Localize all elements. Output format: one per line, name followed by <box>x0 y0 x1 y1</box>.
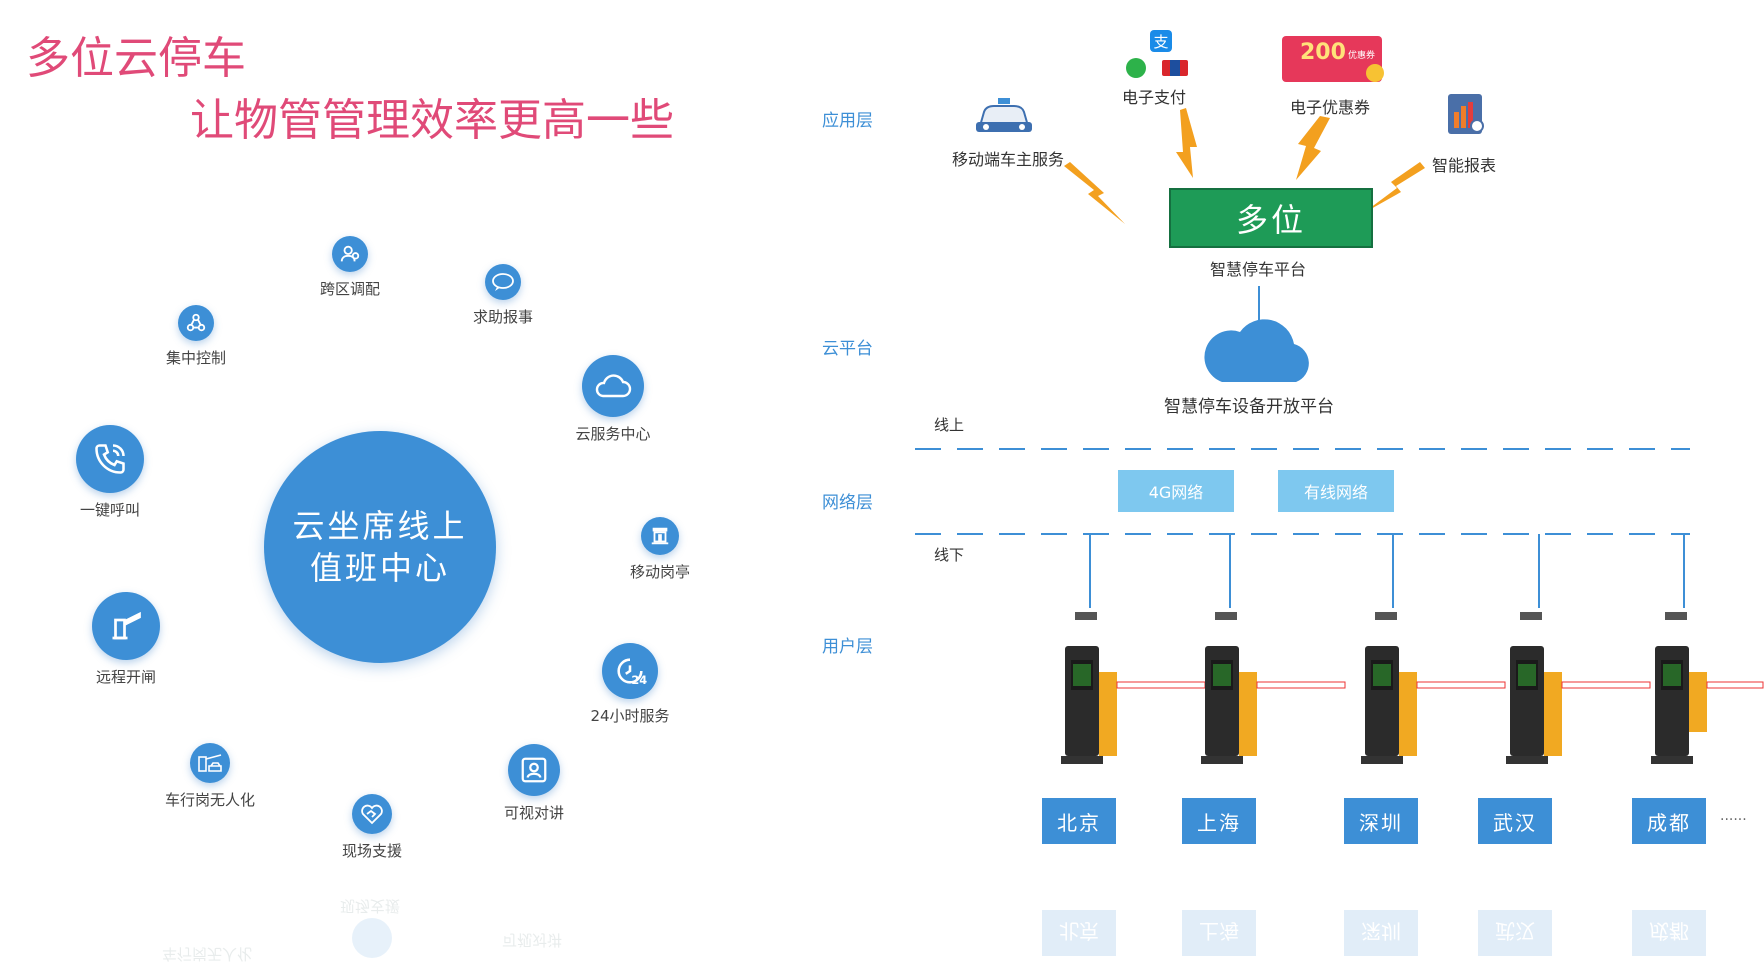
city-beijing: 北京 <box>1042 798 1116 844</box>
page-title: 多位云停车 <box>26 33 246 84</box>
phone-icon <box>76 425 144 493</box>
service-cross-region: 跨区调配 <box>265 236 435 299</box>
service-one-key-call: 一键呼叫 <box>25 425 195 520</box>
layer-label-user: 用户层 <box>822 637 873 657</box>
svg-text:24: 24 <box>631 673 647 687</box>
service-remote-gate: 远程开闸 <box>41 592 211 687</box>
coupon-icon: 200 优惠券 <box>1282 36 1384 82</box>
service-label: 可视对讲 <box>503 804 564 822</box>
intercom-icon <box>508 744 560 796</box>
report-icon <box>1446 92 1486 136</box>
city-reflection: 上海 <box>1182 910 1256 956</box>
payment-icons: 支 <box>1124 28 1194 82</box>
center-line2: 值班中心 <box>309 549 450 587</box>
service-label: 移动岗亭 <box>629 563 690 581</box>
booth-icon <box>641 517 679 555</box>
service-label: 现场支援 <box>341 842 402 860</box>
service-label: 车行岗无人化 <box>164 791 255 809</box>
layer-label-cloud: 云平台 <box>822 339 873 359</box>
coin-icon <box>1366 64 1384 82</box>
coupon-amount: 200 <box>1300 40 1346 65</box>
car-booth-icon <box>190 743 230 783</box>
center-circle: 云坐席线上 值班中心 <box>264 431 496 663</box>
coupon-sub: 优惠券 <box>1348 51 1376 61</box>
clock-24-icon: 24 <box>602 643 658 699</box>
chat-help-icon <box>485 264 521 300</box>
service-label: 跨区调配 <box>319 280 380 298</box>
service-cloud-center: 云服务中心 <box>528 355 698 444</box>
city-reflection: 深圳 <box>1344 910 1418 956</box>
reflection-icon <box>352 918 392 958</box>
city-chengdu: 成都 <box>1632 798 1706 844</box>
online-label: 线上 <box>934 416 965 434</box>
layer-label-network: 网络层 <box>822 493 873 513</box>
svg-text:支: 支 <box>1153 33 1168 51</box>
layer-label-app: 应用层 <box>822 111 873 131</box>
app-mobile-label: 移动端车主服务 <box>952 150 1065 169</box>
network-icon <box>178 305 214 341</box>
handshake-icon <box>352 794 392 834</box>
platform-box: 多位 <box>1169 188 1373 248</box>
service-mobile-booth: 移动岗亭 <box>575 517 745 582</box>
city-wuhan: 武汉 <box>1478 798 1552 844</box>
city-reflection: 成都 <box>1632 910 1706 956</box>
service-label: 24小时服务 <box>590 707 670 725</box>
car-icon <box>972 96 1036 138</box>
cloud-platform-icon <box>1204 319 1309 382</box>
service-unmanned-booth: 车行岗无人化 <box>125 743 295 810</box>
service-video-intercom: 可视对讲 <box>449 744 619 823</box>
service-help-report: 求助报事 <box>418 264 588 327</box>
city-shanghai: 上海 <box>1182 798 1256 844</box>
platform-caption: 智慧停车平台 <box>1210 260 1307 279</box>
service-24h: 24 24小时服务 <box>545 643 715 726</box>
service-label: 远程开闸 <box>95 668 156 686</box>
more-ellipsis: ...... <box>1720 808 1747 824</box>
service-label: 云服务中心 <box>575 425 651 443</box>
city-reflection: 北京 <box>1042 910 1116 956</box>
cloud-icon <box>582 355 644 417</box>
app-coupon-label: 电子优惠券 <box>1290 98 1371 117</box>
service-onsite-support: 现场支援 <box>287 794 457 861</box>
app-report-label: 智能报表 <box>1432 156 1497 175</box>
network-4g: 4G网络 <box>1118 470 1234 512</box>
cloud-platform-label: 智慧停车设备开放平台 <box>1164 397 1334 417</box>
gate-remote-icon <box>92 592 160 660</box>
users-icon <box>332 236 368 272</box>
parking-gates <box>1061 612 1764 764</box>
offline-label: 线下 <box>934 546 965 564</box>
lightning-bolts <box>1064 108 1425 224</box>
service-label: 集中控制 <box>165 349 226 367</box>
service-label: 一键呼叫 <box>79 501 140 519</box>
center-line1: 云坐席线上 <box>292 507 468 545</box>
network-wired: 有线网络 <box>1278 470 1394 512</box>
service-central-control: 集中控制 <box>111 305 281 368</box>
page-subtitle: 让物管管理效率更高一些 <box>190 95 674 146</box>
city-shenzhen: 深圳 <box>1344 798 1418 844</box>
app-payment-label: 电子支付 <box>1122 88 1187 107</box>
service-label: 求助报事 <box>472 308 533 326</box>
city-reflection: 武汉 <box>1478 910 1552 956</box>
